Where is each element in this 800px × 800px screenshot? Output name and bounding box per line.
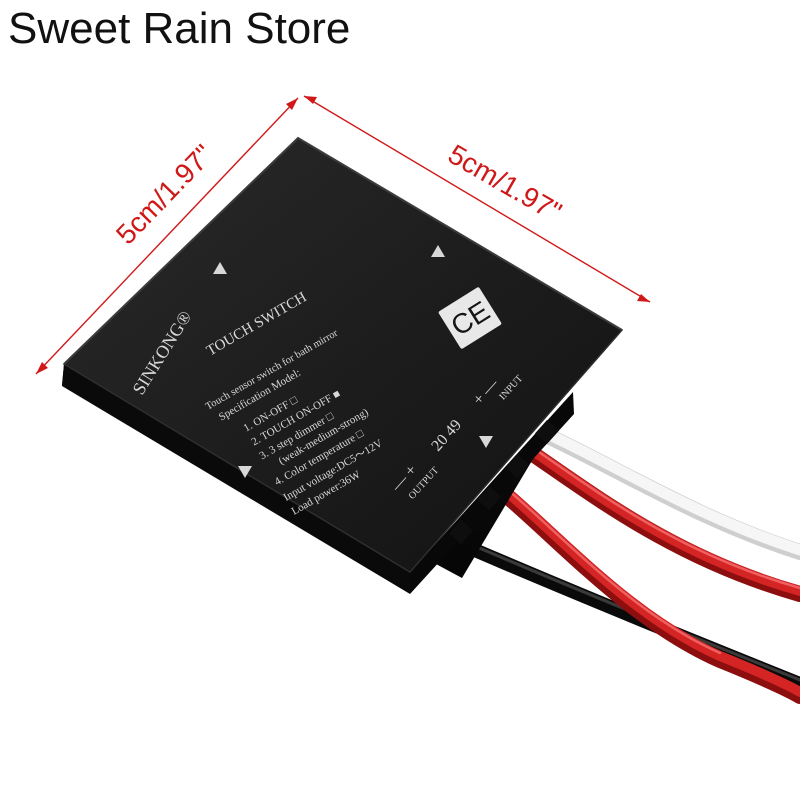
touch-switch-module xyxy=(62,136,624,594)
wires xyxy=(463,430,800,704)
ce-mark: CE xyxy=(438,287,502,349)
dimension-label-top: 5cm/1.97" xyxy=(443,138,567,227)
printed-arrows xyxy=(213,245,493,478)
store-title: Sweet Rain Store xyxy=(8,4,351,53)
